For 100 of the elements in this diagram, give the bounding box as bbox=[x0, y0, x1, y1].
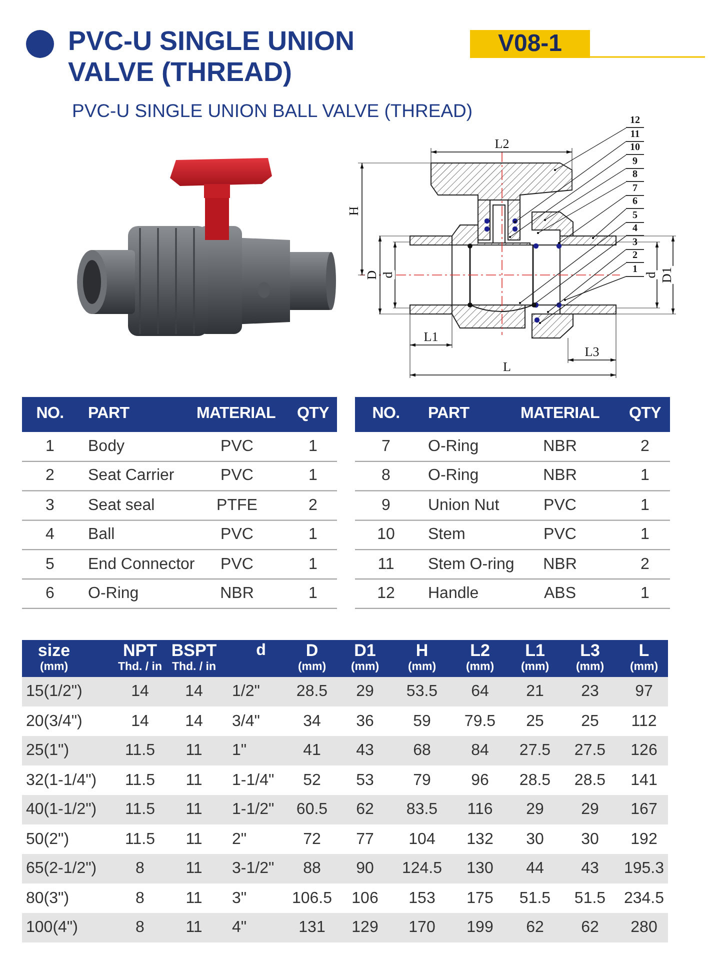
quantity: 1 bbox=[308, 554, 318, 575]
spec-value: 28.5 bbox=[518, 770, 552, 790]
dimension-label: L bbox=[502, 360, 512, 374]
spec-value: 11.5 bbox=[124, 800, 156, 820]
material-name: PVC bbox=[220, 466, 254, 486]
leader-line bbox=[546, 249, 626, 314]
material-name: PVC bbox=[220, 554, 254, 575]
spec-value: 28.5 bbox=[295, 682, 329, 702]
column-header: MATERIAL bbox=[519, 404, 601, 424]
part-name: End Connector bbox=[88, 554, 196, 575]
spec-value: 132 bbox=[466, 830, 494, 850]
spec-value: 106.5 bbox=[290, 888, 334, 908]
dimension-label: D1 bbox=[660, 266, 674, 284]
leader-line bbox=[558, 195, 626, 244]
item-number: 2 bbox=[44, 466, 56, 486]
callout-number: 11 bbox=[626, 128, 644, 142]
spec-value: 83.5 bbox=[405, 800, 439, 820]
spec-value: 131 bbox=[298, 918, 326, 938]
spec-value: 11 bbox=[184, 918, 204, 938]
part-name: O-Ring bbox=[428, 466, 480, 486]
spec-value: 72 bbox=[302, 830, 322, 850]
callout-number: 5 bbox=[626, 210, 644, 222]
material-name: NBR bbox=[542, 437, 578, 457]
item-number: 3 bbox=[44, 496, 56, 516]
spec-value: 21 bbox=[525, 682, 545, 702]
spec-value: 1/2" bbox=[232, 682, 261, 702]
spec-value: 29 bbox=[355, 682, 375, 702]
spec-value: 11 bbox=[184, 800, 204, 820]
spec-value: 23 bbox=[580, 682, 600, 702]
spec-value: 14 bbox=[130, 712, 150, 732]
spec-value: 79.5 bbox=[463, 712, 497, 732]
dimension-label: L2 bbox=[494, 137, 510, 151]
spec-value: 167 bbox=[630, 800, 658, 820]
quantity: 1 bbox=[308, 437, 318, 457]
material-name: PVC bbox=[220, 437, 254, 457]
column-header: size (mm) bbox=[36, 641, 72, 673]
leader-line bbox=[536, 182, 626, 234]
quantity: 1 bbox=[640, 584, 650, 604]
size-value: 20(3/4") bbox=[26, 712, 84, 732]
spec-value: 62 bbox=[525, 918, 545, 938]
callout-number: 12 bbox=[626, 115, 644, 128]
spec-value: 27.5 bbox=[518, 741, 552, 761]
material-name: ABS bbox=[542, 584, 577, 604]
spec-value: 2" bbox=[232, 830, 248, 850]
spec-value: 280 bbox=[630, 918, 658, 938]
spec-value: 3-1/2" bbox=[232, 859, 276, 879]
spec-value: 1" bbox=[232, 741, 248, 761]
spec-value: 43 bbox=[580, 859, 600, 879]
spec-value: 8 bbox=[134, 888, 146, 908]
leader-line bbox=[544, 168, 626, 222]
item-number: 1 bbox=[44, 437, 56, 457]
part-name: Seat Carrier bbox=[88, 466, 176, 486]
spec-value: 29 bbox=[580, 800, 600, 820]
material-name: PTFE bbox=[216, 496, 258, 516]
spec-value: 36 bbox=[355, 712, 375, 732]
spec-value: 1-1/4" bbox=[232, 770, 276, 790]
part-name: Handle bbox=[428, 584, 480, 604]
part-name: Seat seal bbox=[88, 496, 156, 516]
part-name: Union Nut bbox=[428, 496, 500, 516]
column-header: L3 (mm) bbox=[574, 641, 606, 673]
spec-value: 234.5 bbox=[622, 888, 666, 908]
item-number: 8 bbox=[380, 466, 392, 486]
spec-value: 62 bbox=[355, 800, 375, 820]
spec-value: 51.5 bbox=[518, 888, 552, 908]
part-name: Ball bbox=[88, 525, 116, 546]
spec-value: 170 bbox=[408, 918, 436, 938]
model-code-tag: V08-1 bbox=[470, 30, 590, 58]
spec-value: 3" bbox=[232, 888, 248, 908]
spec-value: 64 bbox=[470, 682, 490, 702]
item-number: 6 bbox=[44, 584, 56, 604]
title: PVC-U SINGLE UNION VALVE (THREAD) bbox=[68, 26, 356, 88]
dimension-label: H bbox=[347, 205, 361, 217]
leader-line bbox=[518, 222, 626, 304]
item-number: 12 bbox=[376, 584, 396, 604]
callout-number: 9 bbox=[626, 156, 644, 168]
column-header: NPT Thd. / in bbox=[116, 641, 164, 673]
spec-value: 77 bbox=[355, 830, 375, 850]
quantity: 1 bbox=[308, 466, 318, 486]
size-value: 25(1") bbox=[26, 741, 70, 761]
leader-line bbox=[508, 154, 626, 238]
spec-value: 59 bbox=[412, 712, 432, 732]
part-name: O-Ring bbox=[428, 437, 480, 457]
column-header: L (mm) bbox=[628, 641, 660, 673]
size-value: 65(2-1/2") bbox=[26, 859, 98, 879]
spec-value: 3/4" bbox=[232, 712, 261, 732]
callout-number: 4 bbox=[626, 223, 644, 236]
spec-value: 11 bbox=[184, 741, 204, 761]
leader-line bbox=[532, 236, 626, 306]
quantity: 1 bbox=[640, 525, 650, 546]
spec-value: 195.3 bbox=[622, 859, 666, 879]
quantity: 1 bbox=[640, 496, 650, 516]
quantity: 1 bbox=[308, 525, 318, 546]
column-header: QTY bbox=[628, 404, 662, 424]
spec-value: 124.5 bbox=[400, 859, 444, 879]
material-name: PVC bbox=[542, 496, 578, 516]
size-value: 32(1-1/4") bbox=[26, 770, 98, 790]
spec-value: 1-1/2" bbox=[232, 800, 276, 820]
item-number: 4 bbox=[44, 525, 56, 546]
spec-value: 8 bbox=[134, 859, 146, 879]
column-header: d bbox=[255, 641, 267, 660]
